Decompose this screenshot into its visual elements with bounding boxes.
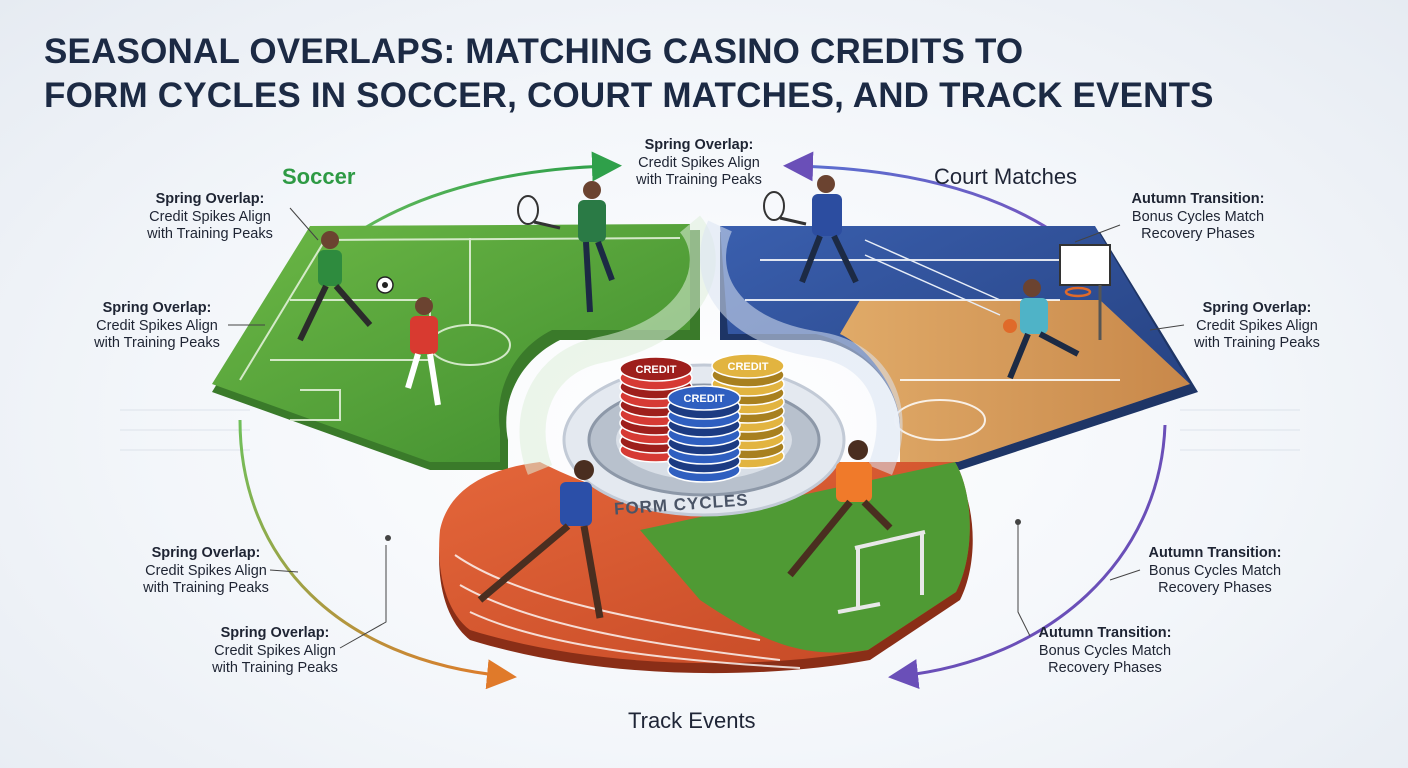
note-line: with Training Peaks [212,660,338,676]
note-title: Spring Overlap: [644,137,754,153]
track-events-label: Track Events [628,708,756,733]
hurdle-icon [837,530,926,614]
page-title: SEASONAL OVERLAPS: MATCHING CASINO CREDI… [44,30,1374,118]
chip-stack-icon: CREDIT CREDIT CREDIT [619,353,785,483]
basketball-player [1003,279,1080,380]
note-line: Credit Spikes Align [149,208,271,225]
court-panel [720,226,1198,470]
note-line: Credit Spikes Align [1196,317,1318,334]
note-line: Credit Spikes Align [214,642,336,659]
note-track-right-lower: Autumn Transition: Bonus Cycles Match Re… [990,625,1220,678]
soccer-player-3 [517,181,615,313]
divider-ribbon-right [700,220,903,475]
note-top-center: Spring Overlap: Credit Spikes Align with… [584,137,814,190]
note-line: Bonus Cycles Match [1038,642,1172,659]
hurdler [787,440,893,578]
note-soccer-top: Spring Overlap: Credit Spikes Align with… [95,191,325,244]
tennis-player [763,175,859,284]
note-court-mid: Spring Overlap: Credit Spikes Align with… [1142,300,1372,353]
note-title: Autumn Transition: [1148,545,1282,561]
note-line: Recovery Phases [1048,660,1162,676]
sprinter [477,460,604,619]
note-line: Bonus Cycles Match [1148,562,1282,579]
note-title: Spring Overlap: [102,300,212,316]
connector-dot-right [1015,519,1021,525]
chip-label-0: CREDIT [636,364,677,376]
note-line: Bonus Cycles Match [1131,208,1265,225]
note-line: Recovery Phases [1158,580,1272,596]
soccer-ball-icon [376,276,394,294]
soccer-player-2 [405,297,441,406]
court-matches-label: Court Matches [934,164,1078,189]
note-track-left-lower: Spring Overlap: Credit Spikes Align with… [160,625,390,678]
basketball-icon [1003,319,1017,333]
note-track-left-upper: Spring Overlap: Credit Spikes Align with… [91,545,321,598]
chip-2-8 [667,385,741,411]
soccer-label: Soccer [282,164,356,189]
track-cycle-arrow [238,419,517,690]
note-title: Spring Overlap: [1202,300,1312,316]
court-cycle-arrow-bottom [888,424,1167,689]
tennis-racket-icon [517,195,561,230]
note-line: Recovery Phases [1141,226,1255,242]
note-line: with Training Peaks [1194,335,1320,351]
tennis-racket-icon [763,191,807,226]
title-line-1: SEASONAL OVERLAPS: MATCHING CASINO CREDI… [44,32,1024,71]
note-line: Credit Spikes Align [145,562,267,579]
note-line: Credit Spikes Align [96,317,218,334]
note-line: Credit Spikes Align [638,154,760,171]
note-track-right-upper: Autumn Transition: Bonus Cycles Match Re… [1100,545,1330,598]
note-soccer-mid: Spring Overlap: Credit Spikes Align with… [42,300,272,353]
note-title: Autumn Transition: [1131,191,1265,207]
chip-label-2: CREDIT [684,393,725,405]
note-connectors [228,207,1185,649]
chip-label-1: CREDIT [728,361,769,373]
tennis-net [864,239,1001,316]
note-line: with Training Peaks [636,172,762,188]
note-title: Spring Overlap: [155,191,265,207]
title-line-2: FORM CYCLES IN SOCCER, COURT MATCHES, AN… [44,76,1214,115]
note-line: with Training Peaks [94,335,220,351]
basketball-hoop-icon [1059,244,1111,340]
connector-dot-left [385,535,391,541]
note-title: Autumn Transition: [1038,625,1172,641]
soccer-player-1 [297,231,373,342]
background-grid [120,409,1300,451]
note-line: with Training Peaks [147,226,273,242]
chip-1-10 [711,353,785,379]
note-court-top: Autumn Transition: Bonus Cycles Match Re… [1083,191,1313,244]
note-line: with Training Peaks [143,580,269,596]
chip-0-9 [619,356,693,382]
note-title: Spring Overlap: [151,545,261,561]
note-title: Spring Overlap: [220,625,330,641]
